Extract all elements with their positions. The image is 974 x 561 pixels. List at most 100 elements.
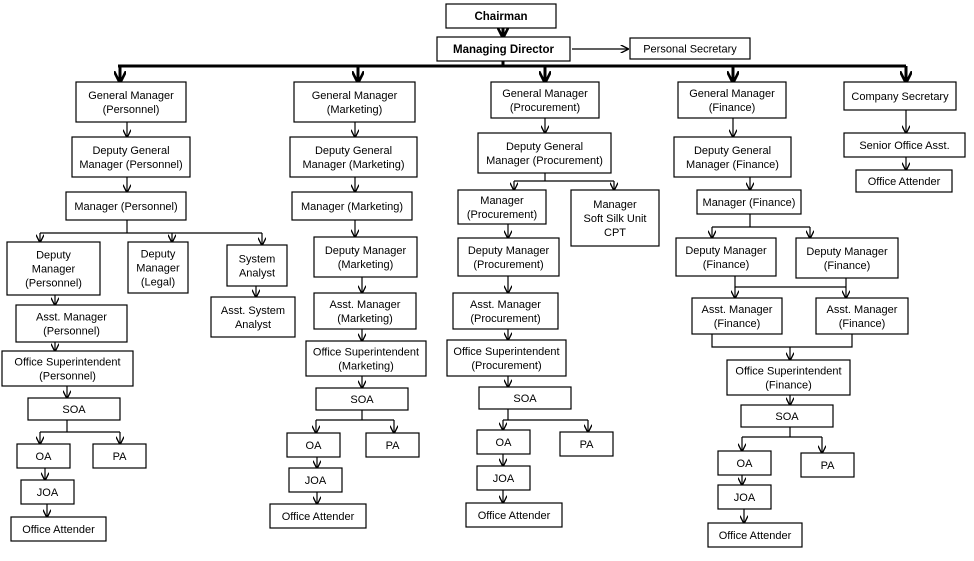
node-pa-proc: PA (559, 431, 614, 457)
node-box (726, 359, 851, 396)
node-label: (Personnel) (43, 326, 100, 338)
node-label: Deputy Manager (325, 245, 407, 257)
node-att-mkt: Office Attender (269, 503, 367, 529)
node-box (570, 189, 660, 247)
node-box (315, 387, 409, 411)
node-label: Manager (136, 263, 180, 275)
node-label: (Marketing) (338, 259, 394, 271)
node-label: (Finance) (765, 380, 811, 392)
node-soa-mkt: SOA (315, 387, 409, 411)
node-box (127, 241, 189, 294)
node-box (855, 169, 953, 193)
node-box (288, 467, 343, 493)
node-box (717, 450, 772, 476)
node-label: Chairman (474, 11, 527, 23)
node-label: Manager (Finance) (686, 159, 779, 171)
node-label: Asst. Manager (330, 299, 401, 311)
node-am-mkt: Asst. Manager (Marketing) (313, 292, 417, 330)
node-label: (Finance) (824, 260, 870, 272)
node-oa-fin: OA (717, 450, 772, 476)
node-box (226, 244, 288, 287)
node-box (6, 241, 101, 296)
node-label: Asst. Manager (36, 312, 107, 324)
node-label: PA (113, 451, 128, 463)
node-box (477, 132, 612, 174)
node-label: JOA (734, 492, 756, 504)
node-label: PA (386, 440, 401, 452)
node-box (843, 81, 957, 111)
node-box (92, 443, 147, 469)
node-label: Senior Office Asst. (859, 140, 949, 152)
node-label: OA (496, 437, 513, 449)
node-label: JOA (305, 475, 327, 487)
node-label: SOA (350, 394, 374, 406)
node-mgr-fin: Manager (Finance) (696, 189, 802, 215)
node-box (71, 136, 191, 178)
node-box (476, 429, 531, 455)
node-label: Manager (Personnel) (79, 159, 182, 171)
node-box (559, 431, 614, 457)
node-label: General Manager (502, 88, 588, 100)
node-label: Deputy Manager (468, 245, 550, 257)
node-label: CPT (604, 227, 626, 239)
node-label: SOA (62, 404, 86, 416)
node-am-fin1: Asst. Manager(Finance) (691, 297, 783, 335)
node-box (691, 297, 783, 335)
node-label: (Finance) (714, 318, 760, 330)
node-label: (Personnel) (25, 278, 82, 290)
node-box (478, 386, 572, 410)
node-soa-per: SOA (27, 397, 121, 421)
node-label: Office Attender (282, 511, 355, 523)
node-os-mkt: Office Superintendent(Marketing) (305, 340, 427, 377)
connectors (40, 28, 906, 523)
node-box (20, 479, 75, 505)
node-gm-proc: General Manager(Procurement) (490, 81, 600, 119)
node-os-per: Office Superintendent(Personnel) (1, 350, 134, 387)
node-os-fin: Office Superintendent(Finance) (726, 359, 851, 396)
node-oa-proc: OA (476, 429, 531, 455)
node-box (800, 452, 855, 478)
node-box (446, 339, 567, 377)
node-box (707, 522, 803, 548)
node-box (476, 465, 531, 491)
node-label: Deputy General (694, 145, 771, 157)
node-label: (Personnel) (103, 104, 160, 116)
node-oa-per: OA (16, 443, 71, 469)
node-am-per: Asst. Manager (Personnel) (15, 304, 128, 343)
node-label: (Finance) (709, 102, 755, 114)
node-label: (Marketing) (337, 313, 393, 325)
node-label: Manager (Finance) (703, 197, 796, 209)
node-label: Manager (Procurement) (486, 155, 603, 167)
node-label: Office Attender (868, 176, 941, 188)
node-box (445, 3, 557, 29)
node-label: OA (737, 458, 754, 470)
node-box (291, 191, 413, 221)
node-joa-fin: JOA (717, 484, 772, 510)
node-label: (Marketing) (327, 104, 383, 116)
node-label: Office Attender (478, 510, 551, 522)
node-label: JOA (37, 487, 59, 499)
node-box (210, 296, 296, 338)
node-label: PA (821, 460, 836, 472)
node-oa-mkt: OA (286, 432, 341, 458)
node-label: JOA (493, 473, 515, 485)
node-label: Asst. Manager (470, 299, 541, 311)
connector (742, 427, 822, 438)
node-box (365, 432, 420, 458)
node-dm-fin1: Deputy Manager(Finance) (675, 237, 777, 277)
node-joa-per: JOA (20, 479, 75, 505)
node-pa-mkt: PA (365, 432, 420, 458)
node-label: (Procurement) (470, 313, 540, 325)
node-box (673, 136, 792, 178)
connector (711, 334, 853, 348)
node-label: System (239, 254, 276, 266)
node-box (289, 136, 418, 178)
connector (503, 409, 588, 421)
